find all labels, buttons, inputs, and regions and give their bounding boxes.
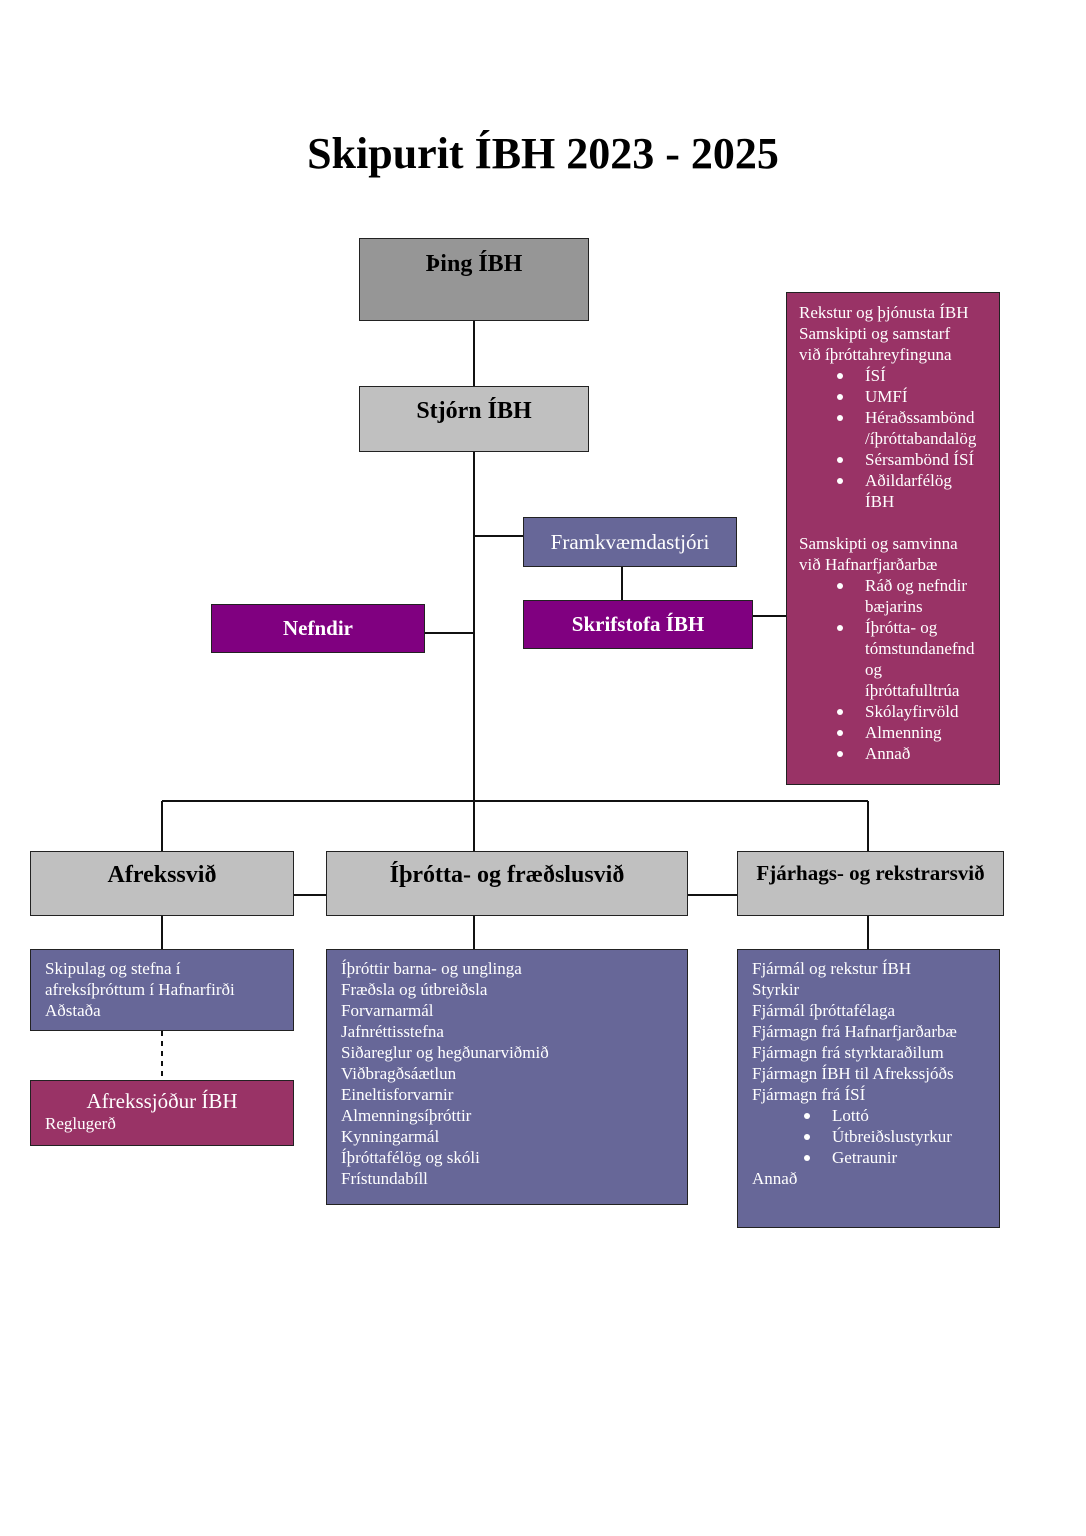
- fjarhags-bullet-item: Útbreiðslustyrkur: [804, 1126, 985, 1147]
- node-skrifstofa-ibh: Skrifstofa ÍBH: [523, 600, 753, 649]
- fjarhags-detail-line: Styrkir: [752, 980, 800, 999]
- ithrotta-detail-line: Fræðsla og útbreiðsla: [341, 980, 488, 999]
- rekstur-sport-bullet-item: ÍSÍ: [837, 365, 987, 386]
- fjarhags-detail-line: Fjármál og rekstur ÍBH: [752, 959, 912, 978]
- node-stjorn-ibh: Stjórn ÍBH: [359, 386, 589, 452]
- rekstur-town-bullet-item: Skólayfirvöld: [837, 701, 987, 722]
- rekstur-town-bullet-item: Almenning: [837, 722, 987, 743]
- fjarhags-detail-line: Fjármál íþróttafélaga: [752, 1001, 896, 1020]
- afrekssjodur-box: Afrekssjóður ÍBH Reglugerð: [30, 1080, 294, 1146]
- page-title: Skipurit ÍBH 2023 - 2025: [307, 129, 779, 178]
- fjarhags-detail-line: Fjármagn frá ÍSÍ: [752, 1085, 866, 1104]
- afrek-detail-line: Aðstaða: [45, 1001, 101, 1020]
- rekstur-intro-line: Samskipti og samstarf: [799, 324, 951, 343]
- node-nefndir: Nefndir: [211, 604, 425, 653]
- fjarhags-bullet-item: Lottó: [804, 1105, 985, 1126]
- ithrotta-detail-line: Íþróttafélög og skóli: [341, 1148, 480, 1167]
- ithrotta-detail-line: Frístundabíll: [341, 1169, 428, 1188]
- rekstur-intro2-line: Samskipti og samvinna: [799, 534, 958, 553]
- fjarhags-detail-line: Fjármagn frá styrktaraðilum: [752, 1043, 944, 1062]
- ithrotta-detail-line: Kynningarmál: [341, 1127, 440, 1146]
- rekstur-sport-bullet-item: Héraðssambönd /íþróttabandalög: [837, 407, 987, 449]
- rekstur-town-bullet-item: Íþrótta- og tómstundanefnd og íþróttaful…: [837, 617, 987, 701]
- ithrotta-detail-line: Jafnréttisstefna: [341, 1022, 444, 1041]
- fjarhags-last-line: Annað: [752, 1169, 798, 1188]
- node-framkvaemdastjori: Framkvæmdastjóri: [523, 517, 737, 567]
- rekstur-town-bullet-item: Annað: [837, 743, 987, 764]
- fjarhags-detail-line: Fjármagn frá Hafnarfjarðarbæ: [752, 1022, 957, 1041]
- afrek-detail-line: Skipulag og stefna í: [45, 959, 181, 978]
- ithrotta-detail-line: Eineltisforvarnir: [341, 1085, 454, 1104]
- ithrotta-detail-line: Almenningsíþróttir: [341, 1106, 472, 1125]
- ithrotta-detail-line: Viðbragðsáætlun: [341, 1064, 457, 1083]
- afrekssjodur-sub: Reglugerð: [45, 1114, 116, 1133]
- node-fjarhags-rekstrarsvid: Fjárhags- og rekstrarsvið: [737, 851, 1004, 916]
- rekstur-intro-line: við íþróttahreyfinguna: [799, 345, 952, 364]
- rekstur-panel: Rekstur og þjónusta ÍBH Samskipti og sams…: [786, 292, 1000, 785]
- fjarhags-bullet-item: Getraunir: [804, 1147, 985, 1168]
- afrek-detail-box: Skipulag og stefna í afreksíþróttum í Haf…: [30, 949, 294, 1031]
- fjarhags-detail-line: Fjármagn ÍBH til Afrekssjóðs: [752, 1064, 954, 1083]
- afrekssjodur-title: Afrekssjóður ÍBH: [86, 1089, 238, 1113]
- rekstur-sport-bullet-item: UMFÍ: [837, 386, 987, 407]
- rekstur-intro-line: Rekstur og þjónusta ÍBH: [799, 303, 969, 322]
- rekstur-sport-bullet-item: Aðildarfélög ÍBH: [837, 470, 987, 512]
- ithrotta-detail-line: Forvarnarmál: [341, 1001, 434, 1020]
- ithrotta-detail-line: Íþróttir barna- og unglinga: [341, 959, 522, 978]
- node-thing-ibh: Þing ÍBH: [359, 238, 589, 321]
- node-ithrotta-fraedslusvid: Íþrótta- og fræðslusvið: [326, 851, 688, 916]
- rekstur-sport-bullet-item: Sérsambönd ÍSÍ: [837, 449, 987, 470]
- ithrotta-detail-line: Siðareglur og hegðunarviðmið: [341, 1043, 549, 1062]
- node-afrekssvid: Afrekssvið: [30, 851, 294, 916]
- rekstur-town-bullet-item: Ráð og nefndir bæjarins: [837, 575, 987, 617]
- rekstur-intro2-line: við Hafnarfjarðarbæ: [799, 555, 938, 574]
- afrek-detail-line: afreksíþróttum í Hafnarfirði: [45, 980, 235, 999]
